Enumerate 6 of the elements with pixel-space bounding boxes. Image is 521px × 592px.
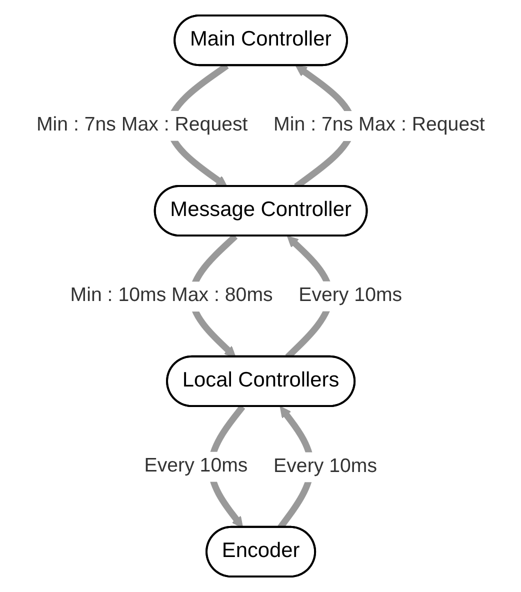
edge-label: Every 10ms bbox=[144, 454, 248, 477]
edge-label: Min : 7ns Max : Request bbox=[36, 113, 248, 136]
edge-label: Min : 7ns Max : Request bbox=[273, 114, 485, 136]
edge-label: Every 10ms bbox=[298, 284, 402, 306]
edge-label: Every 10ms bbox=[273, 454, 377, 478]
edge-label: Min : 10ms Max : 80ms bbox=[70, 284, 273, 306]
